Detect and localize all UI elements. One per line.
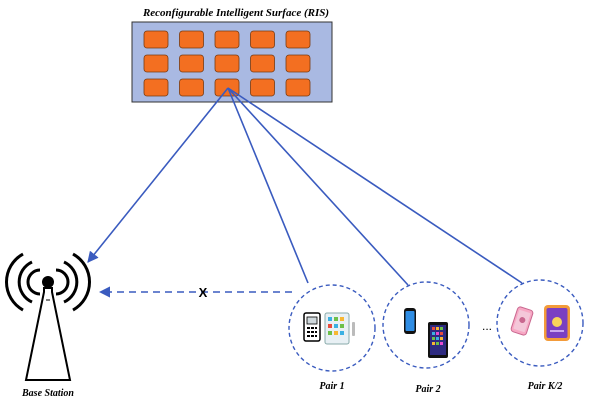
ris-element xyxy=(250,78,275,97)
ris-to-pair-2-link xyxy=(227,87,409,286)
ris-element xyxy=(285,30,311,49)
ris-element xyxy=(214,54,240,73)
ris-element xyxy=(179,78,204,97)
smartphone-pink-icon xyxy=(510,306,534,336)
ris-to-pair-1-link xyxy=(227,87,309,284)
base-station-label: Base Station xyxy=(21,388,74,399)
ellipsis: ... xyxy=(482,319,492,333)
ris-links xyxy=(87,87,523,286)
smartphone-icon xyxy=(428,322,448,358)
smartphone-icon xyxy=(404,308,416,334)
pair-k2-group xyxy=(496,279,584,367)
smartphone-purple-icon xyxy=(544,305,570,341)
tablet-icon xyxy=(324,312,355,345)
ris-element xyxy=(214,30,240,49)
ris-element xyxy=(143,30,169,49)
ris-title: Reconfigurable Intelligent Surface (RIS) xyxy=(142,7,329,19)
ris-element xyxy=(179,54,204,73)
ris-to-pair-k2-link xyxy=(227,87,523,284)
ris-element xyxy=(250,30,275,49)
ris-element xyxy=(285,78,311,97)
ris-element-grid xyxy=(143,30,311,97)
ris-element xyxy=(179,30,204,49)
pair-1-label: Pair 1 xyxy=(319,381,344,392)
pair-2-group xyxy=(382,281,470,369)
pair-1-group xyxy=(288,284,376,372)
ris-element xyxy=(143,78,169,97)
pair-k2-label: Pair K/2 xyxy=(528,381,563,392)
ris-element xyxy=(285,54,311,73)
ris-element xyxy=(143,54,169,73)
ris-element xyxy=(250,54,275,73)
feature-phone-icon xyxy=(303,312,321,342)
antenna-tower-icon xyxy=(5,252,91,381)
pair-2-circle xyxy=(382,281,470,369)
pair-k2-circle xyxy=(496,279,584,367)
ris-to-base-station-link xyxy=(87,87,229,263)
pair-1-circle xyxy=(288,284,376,372)
pair-2-label: Pair 2 xyxy=(415,384,440,395)
blocked-marker: X xyxy=(199,285,208,300)
